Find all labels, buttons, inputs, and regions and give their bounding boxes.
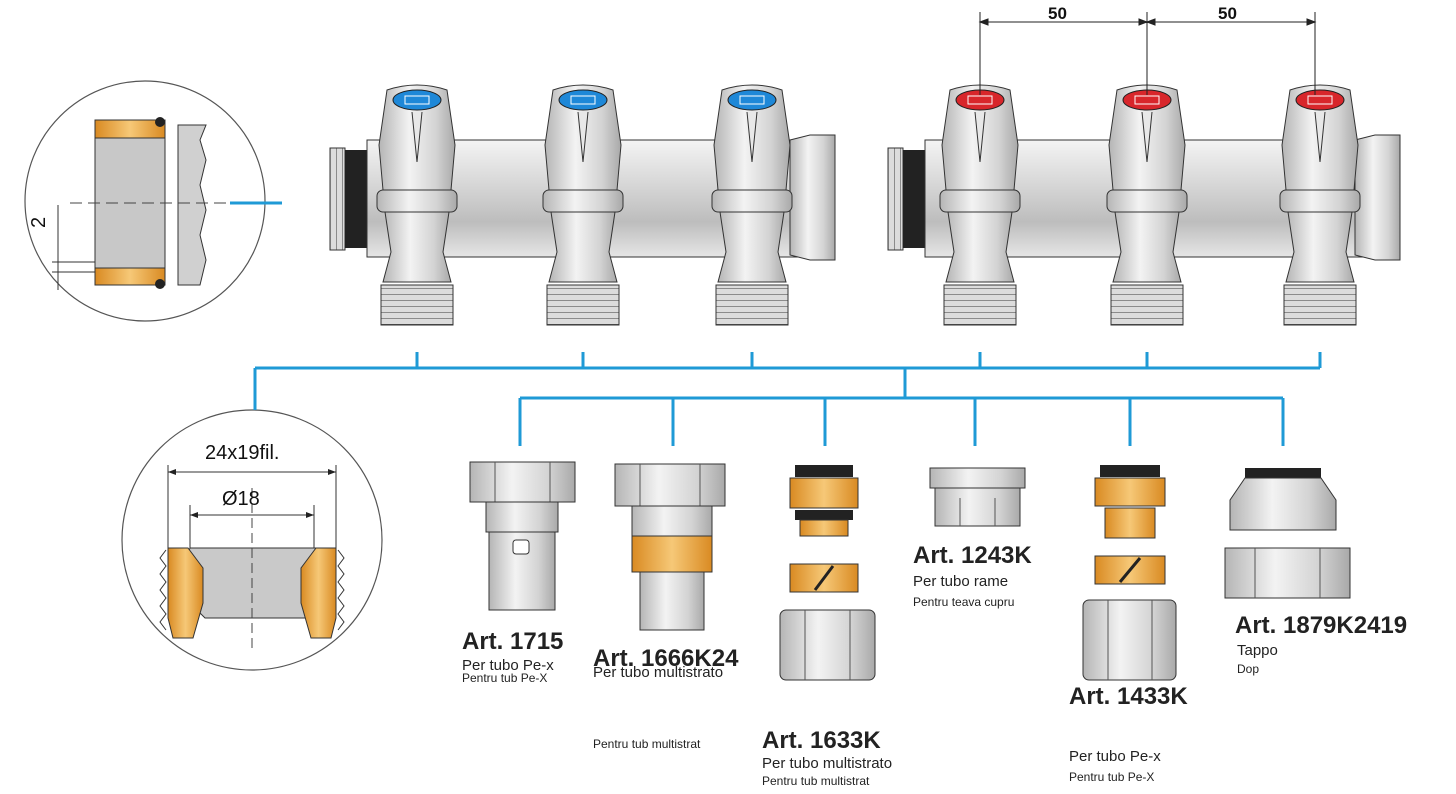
fitting-art-1433K — [1082, 465, 1177, 681]
outlet-valve — [1279, 84, 1361, 326]
outlet-valve — [542, 84, 624, 326]
detail-circle-thread-profile — [121, 409, 383, 671]
outlet-thread — [546, 284, 620, 326]
outlet-thread — [380, 284, 454, 326]
oring-end — [903, 150, 925, 248]
detail-circle-thread-depth — [24, 80, 282, 322]
outlet-thread — [943, 284, 1017, 326]
thread-end — [887, 147, 904, 251]
art-1666K24-title: Art. 1666K24 — [593, 645, 739, 672]
handle-cap-icon — [1295, 89, 1345, 111]
art-1433K-title: Art. 1433K — [1069, 683, 1188, 710]
outlet-thread — [1283, 284, 1357, 326]
thread-size-label: 24x19fil. — [205, 442, 280, 464]
art-1633K-line1: Per tubo multistrato — [762, 755, 893, 772]
fitting-art-1243K — [929, 467, 1026, 527]
art-1715-line2: Pentru tub Pe-X — [462, 671, 548, 685]
outlet-valve — [939, 84, 1021, 326]
handle-cap-icon — [558, 89, 608, 111]
outlet-thread — [1110, 284, 1184, 326]
end-nut — [1354, 134, 1401, 261]
fitting-art-1633K — [779, 465, 876, 681]
fitting-art-1666K24 — [614, 463, 726, 631]
spacing-label-1: 50 — [1048, 4, 1067, 23]
inner-diameter-label: Ø18 — [222, 488, 260, 510]
art-1715-title: Art. 1715 — [462, 628, 564, 655]
art-1433K-line1: Per tubo Pe-x — [1069, 748, 1161, 765]
handle-cap-icon — [392, 89, 442, 111]
art-1243K-line2: Pentru teava cupru — [913, 595, 1015, 609]
art-1243K-title: Art. 1243K — [913, 542, 1032, 569]
art-1879K2419-line1: Tappo — [1237, 642, 1278, 659]
fitting-art-1879K2419 — [1224, 468, 1351, 599]
connector-tree — [253, 352, 1322, 446]
end-nut — [789, 134, 836, 261]
spacing-dimension — [978, 12, 1317, 95]
handle-cap-icon — [727, 89, 777, 111]
thread-end — [329, 147, 346, 251]
art-1879K2419-title: Art. 1879K2419 — [1235, 612, 1408, 639]
outlet-valve — [1106, 84, 1188, 326]
art-1633K-title: Art. 1633K — [762, 727, 881, 754]
outlet-valve — [376, 84, 458, 326]
art-1879K2419-line2: Dop — [1237, 662, 1260, 676]
art-1633K-line2: Pentru tub multistrat — [762, 774, 870, 788]
thread-depth-label: 2 — [28, 216, 50, 228]
art-1715-line1: Per tubo Pe-x — [462, 657, 554, 674]
fitting-art-1715 — [469, 461, 576, 611]
art-1666K24-line1: Per tubo multistrato — [593, 664, 724, 681]
outlet-valve — [711, 84, 793, 326]
art-1433K-line2: Pentru tub Pe-X — [1069, 770, 1155, 784]
art-1666K24-line2: Pentru tub multistrat — [593, 737, 701, 751]
spacing-label-2: 50 — [1218, 4, 1237, 23]
oring-end — [345, 150, 367, 248]
outlet-thread — [715, 284, 789, 326]
art-1243K-line1: Per tubo rame — [913, 573, 1009, 590]
